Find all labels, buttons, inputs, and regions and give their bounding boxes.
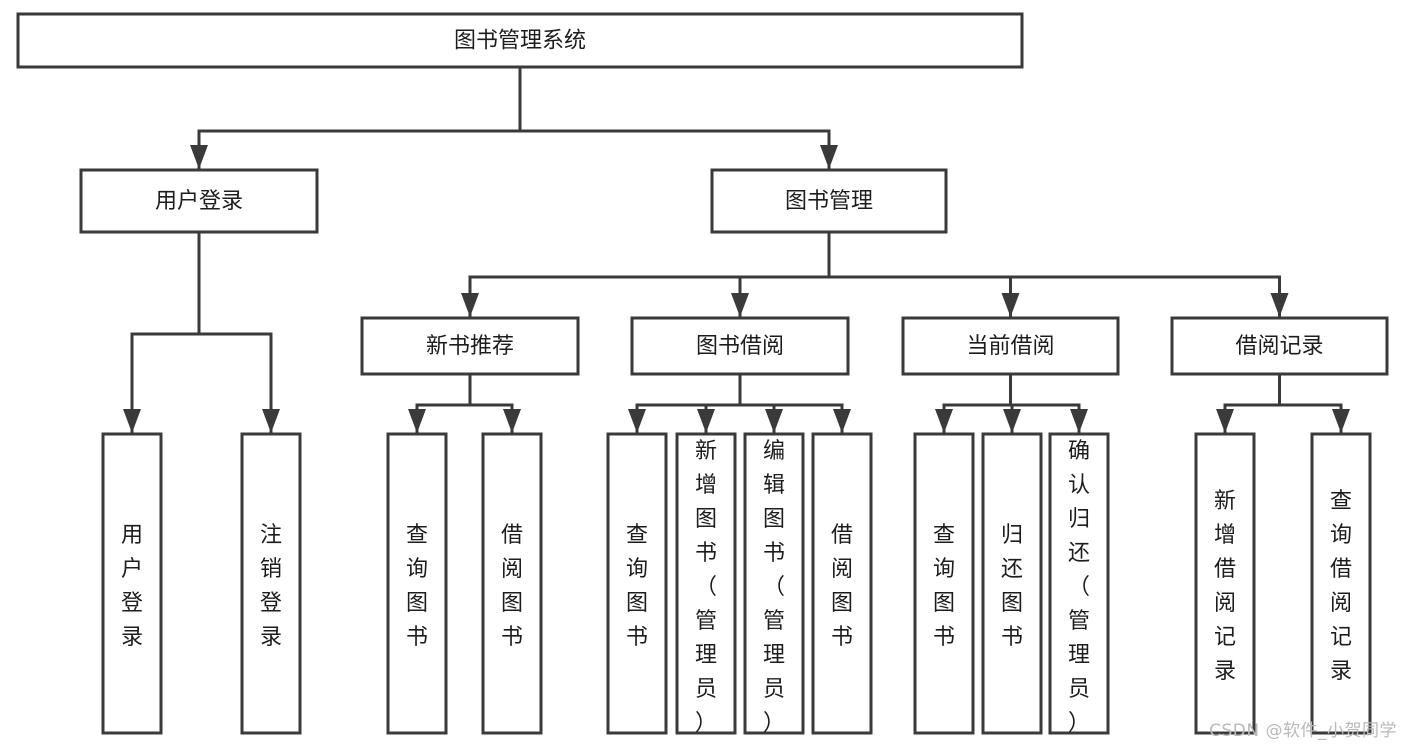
node-leaf-confirm-return-admin[interactable]: 确认归还（管理员） [1048,432,1110,736]
node-leaf-add-book-admin-box[interactable] [675,432,737,735]
connector-layer [123,65,1350,434]
arrow-head-leaf-user-logout [262,409,280,433]
node-leaf-edit-book-admin-label: 编辑图书（管理员） [763,439,785,736]
node-leaf-borrow-book[interactable]: 借阅图书 [811,432,873,735]
node-leaf-add-borrow-record-label: 新增借阅记录 [1214,489,1236,684]
node-leaf-edit-book-admin[interactable]: 编辑图书（管理员） [743,432,805,736]
arrow-head-leaf-query-borrow-record [1332,409,1350,433]
node-leaf-add-book-admin[interactable]: 新增图书（管理员） [675,432,737,736]
arrow-head-leaf-return-book [1003,409,1021,433]
node-root[interactable]: 图书管理系统 [16,12,1024,69]
arrow-head-leaf-query-book-borrow [628,409,646,433]
node-leaf-user-logout-label: 注销登录 [260,523,282,650]
arrow-head-leaf-confirm-return-admin [1070,409,1088,433]
node-leaf-user-login[interactable]: 用户登录 [101,432,163,735]
node-borrow-record-box[interactable] [1170,316,1389,376]
arrow-head-leaf-add-book-admin [697,409,715,433]
node-leaf-query-book-rec-box[interactable] [386,432,448,735]
arrow-head-leaf-user-login [123,409,141,433]
node-leaf-add-borrow-record-box[interactable] [1194,432,1256,735]
node-leaf-return-book[interactable]: 归还图书 [981,432,1043,735]
node-borrow-record-label: 借阅记录 [1235,334,1323,359]
node-leaf-return-book-label: 归还图书 [1001,523,1023,650]
node-book-borrow-box[interactable] [630,316,850,376]
node-leaf-query-borrow-record[interactable]: 查询借阅记录 [1310,432,1372,735]
node-leaf-query-book-current[interactable]: 查询图书 [913,432,975,735]
node-leaf-user-login-label: 用户登录 [121,523,143,650]
arrow-head-leaf-borrow-book-rec [503,409,521,433]
node-current-borrow[interactable]: 当前借阅 [901,316,1120,376]
node-book-manage-label: 图书管理 [785,189,873,214]
node-layer: 图书管理系统用户登录图书管理新书推荐图书借阅当前借阅借阅记录用户登录注销登录查询… [16,12,1389,736]
arrow-head-leaf-query-book-current [935,409,953,433]
node-leaf-confirm-return-admin-label: 确认归还（管理员） [1068,439,1090,736]
node-leaf-user-logout[interactable]: 注销登录 [240,432,302,735]
arrow-head-new-book-recommend [461,293,479,317]
node-leaf-user-login-box[interactable] [101,432,163,735]
arrow-head-leaf-borrow-book [833,409,851,433]
node-leaf-edit-book-admin-box[interactable] [743,432,805,735]
node-leaf-query-book-current-label: 查询图书 [933,523,955,650]
node-leaf-query-borrow-record-label: 查询借阅记录 [1330,489,1352,684]
node-leaf-add-borrow-record[interactable]: 新增借阅记录 [1194,432,1256,735]
node-root-box[interactable] [16,12,1024,69]
node-leaf-user-logout-box[interactable] [240,432,302,735]
node-user-login[interactable]: 用户登录 [79,168,319,234]
arrow-head-leaf-edit-book-admin [765,409,783,433]
node-leaf-query-book-rec-label: 查询图书 [406,523,428,650]
node-book-borrow[interactable]: 图书借阅 [630,316,850,376]
arrow-head-book-borrow [731,293,749,317]
node-leaf-query-borrow-record-box[interactable] [1310,432,1372,735]
node-leaf-query-book-borrow[interactable]: 查询图书 [606,432,668,735]
node-new-book-recommend[interactable]: 新书推荐 [360,316,580,376]
node-new-book-recommend-label: 新书推荐 [426,334,514,359]
node-new-book-recommend-box[interactable] [360,316,580,376]
node-leaf-borrow-book-rec-box[interactable] [481,432,543,735]
node-user-login-box[interactable] [79,168,319,234]
node-borrow-record[interactable]: 借阅记录 [1170,316,1389,376]
node-current-borrow-box[interactable] [901,316,1120,376]
node-user-login-label: 用户登录 [155,189,243,214]
node-root-label: 图书管理系统 [454,29,586,54]
node-leaf-query-book-rec[interactable]: 查询图书 [386,432,448,735]
node-book-manage-box[interactable] [710,168,948,234]
node-book-manage[interactable]: 图书管理 [710,168,948,234]
node-leaf-confirm-return-admin-box[interactable] [1048,432,1110,735]
watermark-label: CSDN @软件_小贺同学 [1209,721,1397,741]
node-current-borrow-label: 当前借阅 [966,334,1054,359]
arrow-head-leaf-add-borrow-record [1216,409,1234,433]
node-leaf-query-book-borrow-label: 查询图书 [626,523,648,650]
arrow-head-user-login [190,145,208,169]
arrow-head-borrow-record [1270,293,1289,317]
arrow-head-book-manage [820,145,838,169]
arrow-head-current-borrow [1001,293,1020,317]
node-leaf-borrow-book-label: 借阅图书 [831,523,853,650]
node-leaf-borrow-book-box[interactable] [811,432,873,735]
node-leaf-return-book-box[interactable] [981,432,1043,735]
arrow-head-leaf-query-book-rec [408,409,426,433]
node-leaf-query-book-borrow-box[interactable] [606,432,668,735]
node-leaf-borrow-book-rec[interactable]: 借阅图书 [481,432,543,735]
node-leaf-borrow-book-rec-label: 借阅图书 [501,523,523,650]
node-leaf-query-book-current-box[interactable] [913,432,975,735]
node-leaf-add-book-admin-label: 新增图书（管理员） [695,439,717,736]
node-book-borrow-label: 图书借阅 [696,334,784,359]
